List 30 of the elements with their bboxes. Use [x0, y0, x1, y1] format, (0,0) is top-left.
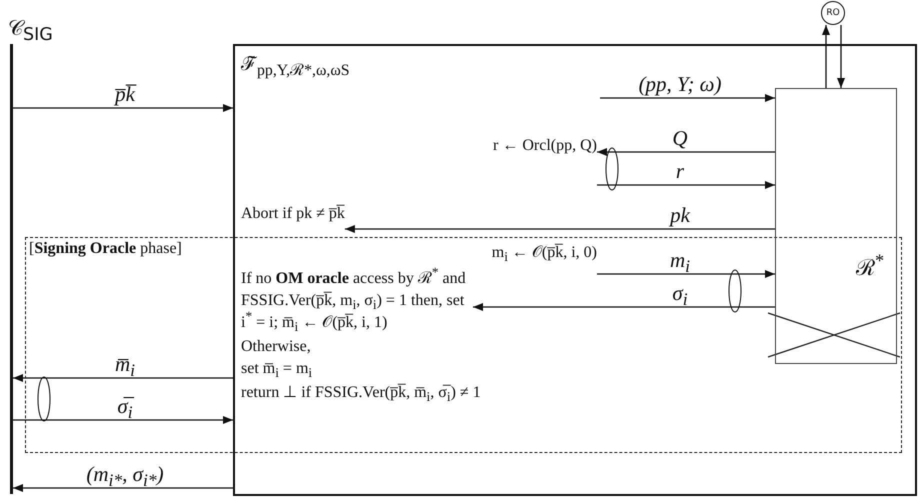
arrow: [837, 25, 845, 88]
statement-text: m$_{i}$ ← 𝒪(p̅k̅, i, 0): [492, 242, 597, 264]
simulator-box: [233, 44, 917, 496]
box-label: ℛ$^{*}$: [856, 251, 884, 281]
reduction-box: [775, 88, 897, 364]
arrow: [597, 181, 775, 189]
arrow: [822, 25, 830, 88]
statement-text: return ⊥ if FSSIG.Ver(p̅k̅, m̅$_{i}$, σ̅$_{i}$) ≠ 1: [241, 382, 481, 404]
edge-label: pk: [668, 204, 692, 226]
arrow: [13, 484, 233, 492]
statement-text: If no OM oracle access by ℛ$^{*}$ and FSSIG.Ver(p̅k̅, m$_{i}$, σ$_{i}$) = 1 then, set i$^{*}$ = i; m̅$_{i}$ ← 𝒪(p̅k̅, i, 1): [241, 268, 473, 334]
phase-label: [Signing Oracle phase]: [29, 240, 182, 258]
statement-text: Otherwise, set m̅$_{i}$ = m$_{i}$: [241, 336, 331, 380]
arrow: [597, 270, 775, 278]
box-title: ℱ̃$_{pp,Y,ℛ*,ω,ωS}$: [241, 53, 350, 76]
edge-label: (pp, Y; ω): [636, 73, 724, 95]
arrow: [597, 148, 775, 156]
edge-label: p̅k̅: [113, 83, 137, 105]
arrow: [344, 225, 775, 233]
party-name: 𝒞$_{SIG}$: [8, 16, 53, 40]
edge-label: σ̅$_{i}$: [115, 395, 135, 417]
arrow: [473, 303, 775, 311]
arrow: [13, 374, 233, 382]
arrow: [13, 104, 233, 112]
statement-text: r ← Orcl(pp, Q): [493, 135, 597, 157]
edge-label: (m$_{i*}$, σ$_{i*}$): [84, 463, 166, 485]
statement-text: Abort if pk ≠ p̅k̅: [241, 203, 345, 225]
arrow: [600, 94, 775, 102]
arrow: [13, 416, 233, 424]
oracle-circle: RO: [821, 1, 845, 25]
